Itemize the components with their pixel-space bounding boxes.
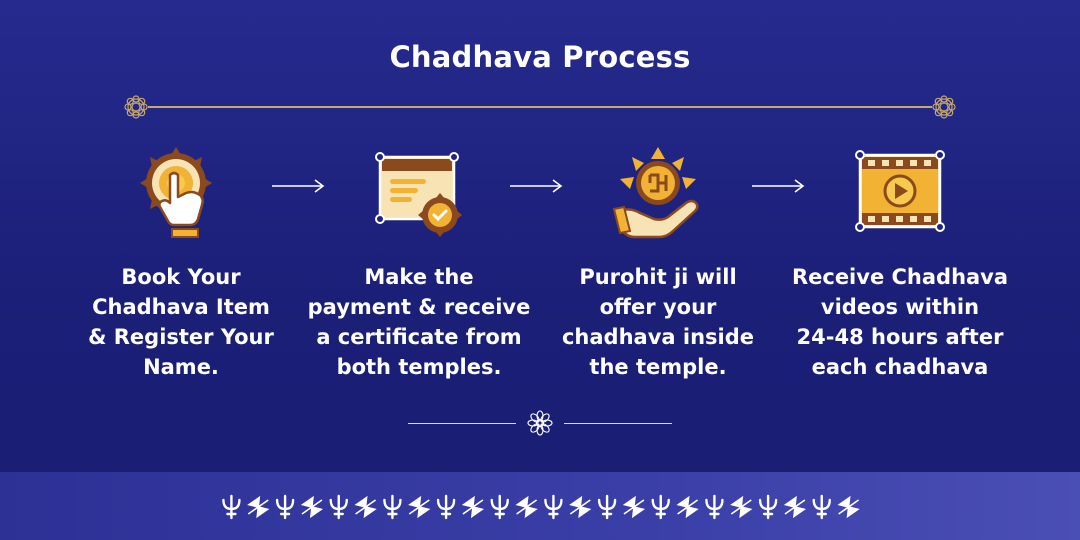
step-3-line: offer your xyxy=(599,295,717,319)
tap-hand-icon xyxy=(140,147,212,238)
trident-icon xyxy=(812,494,831,520)
damru-icon xyxy=(354,495,377,519)
trident-icon xyxy=(758,494,778,520)
lotus-ornament-icon xyxy=(527,410,553,436)
divider-line xyxy=(408,423,516,425)
damru-icon xyxy=(247,495,270,519)
mandala-ornament-icon xyxy=(124,95,148,119)
trident-icon xyxy=(490,494,509,520)
mandala-ornament-icon xyxy=(932,95,956,119)
damru-icon xyxy=(730,495,753,519)
damru-icon xyxy=(622,495,646,519)
step-3-line: the temple. xyxy=(589,355,727,379)
damru-icon xyxy=(300,495,324,519)
arrow-right-icon xyxy=(752,179,805,193)
damru-icon xyxy=(515,495,538,519)
trident-icon xyxy=(329,494,348,520)
damru-icon xyxy=(676,495,699,519)
certificate-icon xyxy=(375,152,462,237)
arrow-right-icon xyxy=(510,179,563,193)
step-2-line: Make the xyxy=(364,265,474,289)
step-3-line: chadhava inside xyxy=(561,325,754,349)
video-play-icon xyxy=(855,150,945,232)
trident-icon xyxy=(544,494,563,520)
divider-line xyxy=(148,106,932,108)
bottom-divider xyxy=(408,408,672,438)
damru-icon xyxy=(837,495,860,519)
footer-band xyxy=(0,472,1080,540)
step-4-line: videos within xyxy=(820,295,980,319)
damru-icon xyxy=(783,495,807,519)
arrow-right-icon xyxy=(272,179,325,193)
offering-hand-icon xyxy=(612,147,699,239)
step-3-line: Purohit ji will xyxy=(579,265,737,289)
trident-icon xyxy=(597,494,617,520)
step-1-line: & Register Your xyxy=(88,325,274,349)
step-2-description: Make the payment & receive a certificate… xyxy=(294,262,544,382)
damru-icon xyxy=(461,495,485,519)
step-2-line: both temples. xyxy=(336,355,502,379)
trident-icon xyxy=(222,494,241,520)
top-divider xyxy=(122,93,958,121)
step-4-description: Receive Chadhava videos within 24-48 hou… xyxy=(775,262,1025,382)
step-4-line: each chadhava xyxy=(811,355,989,379)
trident-icon xyxy=(436,494,456,520)
trident-pattern-icon xyxy=(222,494,860,520)
step-1-line: Chadhava Item xyxy=(92,295,270,319)
step-1-description: Book Your Chadhava Item & Register Your … xyxy=(56,262,306,382)
damru-icon xyxy=(569,495,592,519)
damru-icon xyxy=(408,495,431,519)
page-title: Chadhava Process xyxy=(389,40,691,74)
step-4-line: Receive Chadhava xyxy=(791,265,1009,289)
trident-icon xyxy=(275,494,295,520)
step-3-description: Purohit ji will offer your chadhava insi… xyxy=(533,262,783,382)
divider-line xyxy=(564,423,672,425)
trident-icon xyxy=(651,494,670,520)
step-1-line: Book Your xyxy=(121,265,241,289)
step-4-line: 24-48 hours after xyxy=(796,325,1004,349)
step-2-line: a certificate from xyxy=(316,325,522,349)
step-2-line: payment & receive xyxy=(307,295,531,319)
trident-icon xyxy=(383,494,402,520)
process-steps: Book Your Chadhava Item & Register Your … xyxy=(0,145,1080,395)
step-1-line: Name. xyxy=(143,355,219,379)
trident-icon xyxy=(705,494,724,520)
